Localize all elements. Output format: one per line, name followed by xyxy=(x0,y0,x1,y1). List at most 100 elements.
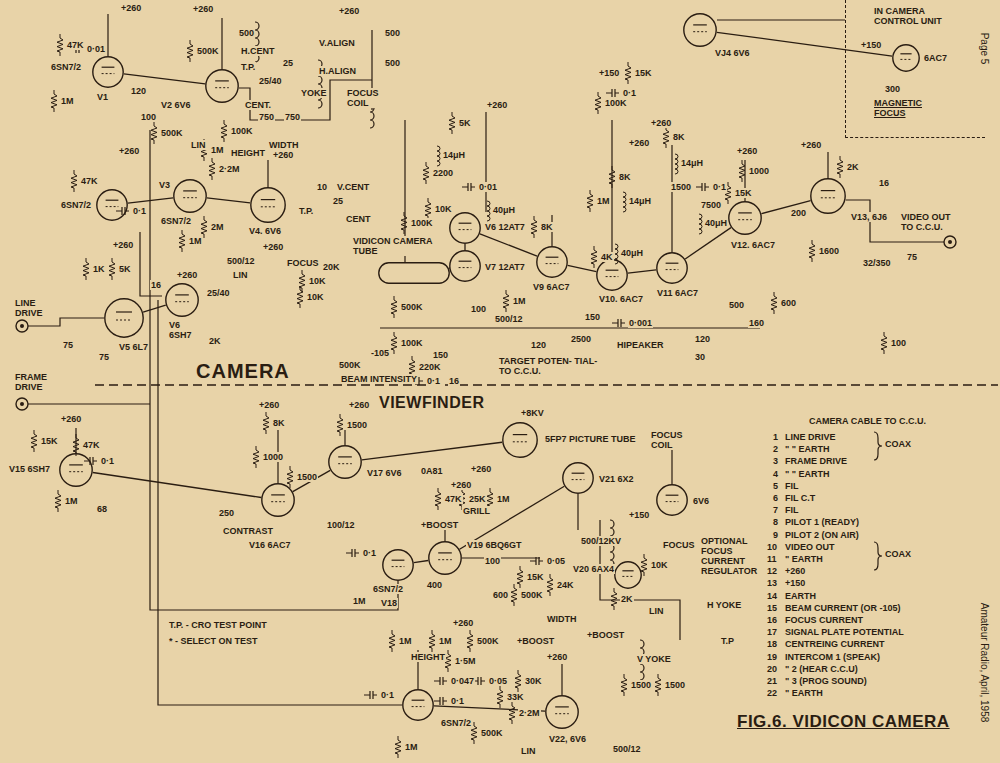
component-value: H.ALIGN xyxy=(318,66,357,76)
component-value: 220K xyxy=(418,362,442,372)
component-value: 15K xyxy=(40,436,59,446)
component-value: CAMERA CABLE TO C.C.U. xyxy=(808,416,927,426)
component-value: 15K xyxy=(526,572,545,582)
valve-outline xyxy=(537,247,567,277)
valve-anode xyxy=(459,261,472,262)
wire xyxy=(28,318,104,326)
cable-table-cell: 17 xyxy=(766,627,778,637)
resistor-symbol xyxy=(389,630,395,652)
valve-grid xyxy=(338,463,352,464)
camera-tube: VIDICON CAMERA TUBE xyxy=(378,262,450,284)
valve-type-label: 6SN7/2 xyxy=(440,718,472,728)
component-value: 2M xyxy=(210,222,225,232)
resistor-symbol xyxy=(395,736,401,758)
cable-table-cell: " " EARTH xyxy=(784,444,831,454)
component-value: 1M xyxy=(438,636,453,646)
valve-envelope xyxy=(250,187,286,223)
valve-envelope xyxy=(502,422,538,458)
resistor-symbol xyxy=(515,670,521,692)
component-value: 600 xyxy=(492,590,509,600)
capacitor-symbol xyxy=(606,89,619,97)
cable-table-cell: 8 xyxy=(772,517,779,527)
cable-table-cell: VIDEO OUT xyxy=(784,542,836,552)
valve-grid xyxy=(459,267,472,268)
valve-symbol: V7 12AT7 xyxy=(449,250,481,282)
component-value: 0·1 xyxy=(362,548,377,558)
component-value: +260 xyxy=(272,150,294,160)
cable-table-cell: " " EARTH xyxy=(784,469,831,479)
inductor-symbol xyxy=(623,192,626,212)
valve-grid xyxy=(261,206,275,207)
valve-symbol: V36SN7/2 xyxy=(173,179,207,213)
signal-wire xyxy=(93,472,261,497)
cable-table-cell: FOCUS CURRENT xyxy=(784,615,864,625)
valve-symbol: V15 6SH7 xyxy=(59,453,93,487)
resistor-symbol xyxy=(609,166,615,188)
valve-type-label: IN CAMERA CONTROL UNIT xyxy=(873,6,959,26)
component-value: 0·047 xyxy=(450,676,475,686)
component-value: 1500 xyxy=(670,182,692,192)
component-value: +260 xyxy=(650,118,672,128)
section-heading: CAMERA xyxy=(195,360,291,382)
component-value: TARGET POTEN- TIAL-TO C.C.U. xyxy=(498,356,600,376)
valve-type-label: VJ4 6V6 xyxy=(714,48,751,58)
valve-anode xyxy=(438,552,452,553)
component-value: -105 xyxy=(370,348,390,358)
valve-envelope xyxy=(165,283,199,317)
resistor-symbol xyxy=(55,490,61,512)
component-value: 8K xyxy=(672,132,686,142)
valve-outline xyxy=(597,260,627,290)
cable-table-cell: EARTH xyxy=(784,591,817,601)
signal-wire xyxy=(480,234,537,256)
component-value: +150 xyxy=(628,510,650,520)
resistor-symbol xyxy=(297,286,303,308)
valve-envelope xyxy=(596,259,628,291)
valve-grid xyxy=(513,441,527,442)
component-value: CENT. xyxy=(244,100,272,110)
cable-table-cell: " EARTH xyxy=(784,554,824,564)
valve-envelope xyxy=(449,250,481,282)
valve-type-label: V12. 6AC7 xyxy=(730,240,776,250)
resistor-symbol xyxy=(503,290,509,312)
component-value: 14μH xyxy=(628,196,652,206)
component-value: +BOOST xyxy=(516,636,555,646)
component-value: 1·5M xyxy=(454,656,477,666)
coax-bracket xyxy=(874,542,882,570)
component-value: V YOKE xyxy=(636,654,672,664)
valve-envelope xyxy=(728,201,762,235)
component-value: 500/12 xyxy=(226,256,256,266)
wire xyxy=(611,120,612,259)
valve-envelope xyxy=(59,453,93,487)
component-value: V.CENT xyxy=(336,182,370,192)
valve-outline xyxy=(450,213,480,243)
component-value: CONTRAST xyxy=(222,526,274,536)
resistor-symbol xyxy=(837,156,843,178)
cable-table-cell: 4 xyxy=(772,469,779,479)
valve-grid xyxy=(412,706,425,707)
valve-symbol: VJ4 6V6 xyxy=(683,13,717,47)
valve-grid xyxy=(69,471,83,472)
component-value: 400 xyxy=(426,580,443,590)
component-value: 1M xyxy=(404,742,419,752)
component-value: FOCUS xyxy=(662,540,696,550)
valve-outline xyxy=(60,454,92,486)
component-value: 100 xyxy=(470,304,487,314)
valve-type-label: V18 xyxy=(380,598,398,608)
component-value: 1000 xyxy=(748,166,770,176)
coax-socket xyxy=(948,240,952,244)
valve-type-label: V4. 6V6 xyxy=(248,226,282,236)
component-value: VIDEO OUT TO C.C.U. xyxy=(900,212,966,232)
valve-symbol: V16 6AC7 xyxy=(261,483,295,517)
component-value: 500K xyxy=(196,46,220,56)
resistor-symbol xyxy=(449,112,455,134)
coax-socket xyxy=(944,236,956,248)
component-value: +260 xyxy=(112,240,134,250)
valve-type-label: V22, 6V6 xyxy=(548,734,587,744)
valve-outline xyxy=(563,463,593,493)
cable-table-cell: 6 xyxy=(772,493,779,503)
resistor-symbol xyxy=(587,190,593,212)
component-value: 4K xyxy=(600,252,614,262)
valve-grid xyxy=(459,229,472,230)
wire xyxy=(717,19,845,20)
resistor-symbol xyxy=(531,216,537,238)
